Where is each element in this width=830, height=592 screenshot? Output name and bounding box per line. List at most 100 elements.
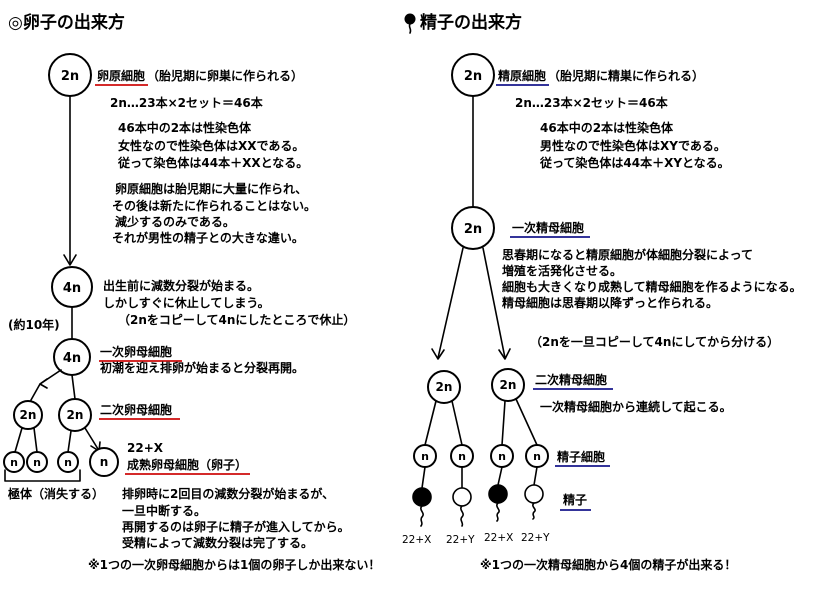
ovulation-note-line: 受精によって減数分裂は完了する。 — [122, 535, 313, 550]
oogonium-note: （胎児期に卵巣に作られる） — [147, 68, 303, 83]
secondary-spermatocyte-label: 二次精母細胞 — [535, 372, 607, 387]
meiosis-note-line: （2nをコピーして4nにしたところで休止） — [118, 312, 355, 327]
sperm-icon-tail — [408, 23, 412, 34]
polar-body-label: 極体（消失する） — [8, 486, 104, 501]
primary-spermatocyte-note-line: 精母細胞は思春期以降ずっと作られる。 — [502, 295, 718, 310]
sperm-icon — [404, 13, 416, 34]
spermatogonium-label: 精原細胞 — [498, 68, 546, 83]
egg-chromosome-line: 2n…23本×2セット＝46本 — [110, 95, 263, 110]
egg-chromosome-line: 従って染色体は44本＋XXとなる。 — [117, 155, 308, 170]
sperm-maturation-line — [533, 466, 538, 486]
ovulation-note-line: 再開するのは卵子に精子が進入してから。 — [122, 519, 350, 534]
ovulation-note-line: 一旦中断する。 — [122, 503, 206, 518]
sperm-head-x — [412, 487, 432, 507]
meiosis-note-line: 出生前に減数分裂が始まる。 — [103, 278, 259, 293]
spermatid-ploidy: n — [458, 450, 466, 463]
secondary-spermatocyte-cell — [491, 368, 525, 402]
egg-branch-line — [71, 374, 76, 400]
primary-oocyte-ploidy: 4n — [63, 351, 81, 366]
mature-oocyte-karyotype: 22+X — [127, 441, 164, 455]
sperm-branch-arrow — [482, 247, 506, 359]
sperm-karyotype: 22+X — [402, 534, 431, 546]
egg-branch-line — [84, 427, 99, 450]
polar-body-cell — [3, 451, 25, 473]
secondary-spermatocyte-ploidy: 2n — [436, 380, 453, 394]
sperm-karyotype: 22+X — [484, 532, 513, 544]
sperm-chromosome-line: 従って染色体は44本＋XYとなる。 — [539, 155, 730, 170]
egg-branch-line — [33, 427, 38, 453]
sperm-branch-line — [501, 400, 506, 446]
mature-oocyte-label: 成熟卵母細胞（卵子） — [127, 457, 247, 472]
mature-oocyte-cell — [89, 447, 119, 477]
polar-body-ploidy: n — [64, 456, 72, 469]
polar-body-bracket — [4, 469, 81, 482]
primary-spermatocyte-note-line: 細胞も大きくなり成熟して精母細胞を作るようになる。 — [502, 279, 802, 294]
sperm-chromosome-line: 2n…23本×2セット＝46本 — [515, 95, 668, 110]
primary-spermatocyte-label: 一次精母細胞 — [512, 220, 584, 235]
primary-spermatocyte-ploidy: 2n — [464, 222, 482, 237]
egg-chromosome-line: 46本中の2本は性染色体 — [118, 120, 252, 135]
spermatogonium-ploidy: 2n — [464, 69, 482, 84]
sperm-chromosome-line: 46本中の2本は性染色体 — [540, 120, 674, 135]
oogonium-note-line: それが男性の精子との大きな違い。 — [112, 230, 304, 245]
primary-oocyte-note: 初潮を迎え排卵が始まると分裂再開。 — [100, 360, 304, 375]
spermatozoon-label: 精子 — [563, 492, 587, 507]
oogonium-label: 卵原細胞 — [97, 68, 145, 83]
meiosis-note-line: しかしすぐに休止してしまう。 — [103, 295, 270, 310]
mature-oocyte-ploidy: n — [100, 455, 109, 469]
arrowhead — [63, 254, 77, 266]
egg-branch-line — [14, 427, 23, 453]
sperm-footnote: ※1つの一次精母細胞から4個の精子が出来る！ — [480, 557, 736, 572]
spermatid-ploidy: n — [498, 450, 506, 463]
polar-body-ploidy: n — [33, 456, 41, 469]
sperm-branch-line — [424, 400, 437, 446]
sperm-chromosome-line: 男性なので性染色体はXYである。 — [540, 138, 726, 153]
oogonium-note-line: その後は新たに作られることはない。 — [112, 198, 316, 213]
spermatid-label: 精子細胞 — [557, 449, 605, 464]
first-polar-body-ploidy: 2n — [20, 408, 37, 422]
secondary-oocyte-ploidy: 2n — [67, 408, 84, 422]
sperm-head-y — [524, 484, 544, 504]
secondary-oocyte-cell — [58, 398, 92, 432]
primary-spermatocyte-note-line: 増殖を活発化させる。 — [502, 263, 622, 278]
sperm-head-x — [488, 484, 508, 504]
oogonium-note-line: 減少するのみである。 — [115, 214, 235, 229]
sperm-tail — [420, 505, 424, 527]
primary-spermatocyte-cell — [451, 206, 495, 250]
egg-footnote: ※1つの一次卵母細胞からは1個の卵子しか出来ない！ — [88, 557, 380, 572]
sperm-maturation-line — [421, 466, 426, 489]
secondary-spermatocyte-cell — [427, 370, 461, 404]
sperm-branch-line — [515, 398, 538, 446]
sperm-icon-head — [404, 13, 416, 25]
sperm-head-y — [452, 487, 472, 507]
sperm-copy-note: （2nを一旦コピーして4nにしてから分ける） — [530, 334, 779, 349]
polar-body-cell — [26, 451, 48, 473]
sperm-tail — [532, 502, 536, 520]
sperm-branch-arrow — [437, 247, 464, 359]
sperm-title: 精子の出来方 — [420, 12, 522, 33]
replicated-oocyte-ploidy: 4n — [63, 281, 81, 296]
pause-period: (約10年) — [8, 317, 60, 332]
egg-title: ◎卵子の出来方 — [8, 12, 125, 33]
sperm-tail — [496, 502, 500, 522]
primary-oocyte-label: 一次卵母細胞 — [100, 344, 172, 359]
primary-spermatocyte-note-line: 思春期になると精原細胞が体細胞分裂によって — [502, 247, 753, 262]
ovulation-note-line: 排卵時に2回目の減数分裂が始まるが、 — [122, 486, 334, 501]
spermatid-ploidy: n — [421, 450, 429, 463]
secondary-spermatocyte-ploidy: 2n — [500, 378, 517, 392]
egg-branch-line — [30, 369, 62, 401]
arrowhead — [39, 378, 48, 389]
polar-body-cell — [57, 451, 79, 473]
spermatogonium-note: （胎児期に精巣に作られる） — [548, 68, 704, 83]
oogonium-ploidy: 2n — [61, 69, 79, 84]
oogonium-note-line: 卵原細胞は胎児期に大量に作られ、 — [115, 181, 307, 196]
first-polar-body-cell — [13, 400, 43, 430]
polar-body-ploidy: n — [10, 456, 18, 469]
secondary-oocyte-label: 二次卵母細胞 — [100, 402, 172, 417]
sperm-tail — [460, 505, 464, 527]
egg-chromosome-line: 女性なので性染色体はXXである。 — [118, 138, 304, 153]
sperm-karyotype: 22+Y — [446, 534, 475, 546]
sperm-branch-line — [451, 400, 463, 446]
sperm-karyotype: 22+Y — [521, 532, 550, 544]
